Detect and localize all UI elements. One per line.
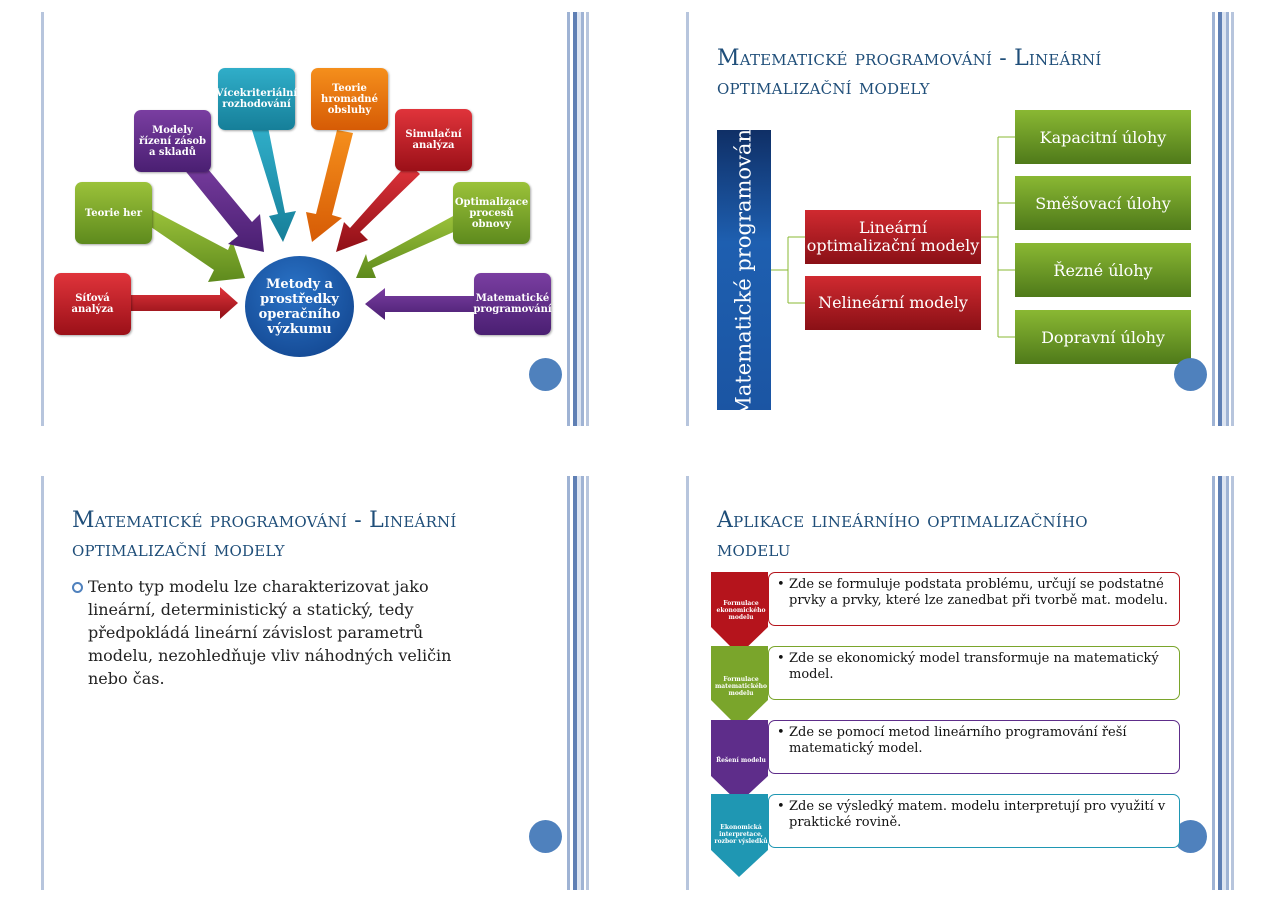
step-4-text: Zde se výsledký matem. modelu interpretu… [789, 799, 1166, 830]
box-simulacni[interactable]: Simulační analýza [395, 109, 472, 171]
slide-3[interactable]: Matematické programování - Lineární opti… [0, 450, 635, 900]
left-rule [41, 12, 44, 426]
right-stripe [1210, 12, 1234, 426]
step-2-label: Formulace matematického modelu [714, 676, 768, 697]
body-paragraph: Tento typ modelu lze charakterizovat jak… [88, 577, 452, 688]
box-vicekriterialni[interactable]: Vícekriteriální rozhodování [216, 68, 297, 130]
slide-title: Matematické programování - Lineární opti… [717, 46, 1102, 100]
slide-dot [529, 820, 562, 853]
slide-1[interactable]: Síťová analýza Teorie her Modely řízení … [0, 0, 635, 450]
arrow-hromadne [306, 130, 353, 242]
box-hromadne-obsluhy[interactable]: Teorie hromadné obsluhy [311, 68, 388, 130]
slide-title: Aplikace lineárního optimalizačního mode… [717, 508, 1088, 562]
step-4-bullet: • [777, 799, 785, 814]
step-1-box[interactable]: • Zde se formuluje podstata problému, ur… [768, 572, 1180, 626]
arrow-vicekriterialni [252, 127, 296, 242]
arrow-modely [183, 157, 264, 252]
step-3-bullet: • [777, 725, 785, 740]
vertical-bar[interactable]: Matematické programování [717, 122, 771, 418]
arrow-matematicke [365, 288, 475, 320]
box-teorie-her[interactable]: Teorie her [75, 182, 152, 244]
right-stripe [565, 476, 589, 890]
slide-dot [1174, 358, 1207, 391]
left-rule [686, 476, 689, 890]
box-dopravni[interactable]: Dopravní úlohy [1015, 310, 1191, 364]
step-3-label: Řešení modelu [716, 757, 766, 764]
slide-dot [529, 358, 562, 391]
box-nelinearni-modely[interactable]: Nelineární modely [805, 276, 981, 330]
arrows-diagram [130, 127, 475, 320]
arrow-optimalizace [356, 215, 458, 278]
box-smesovaci[interactable]: Směšovací úlohy [1015, 176, 1191, 230]
step-3-text: Zde se pomocí metod lineárního programov… [789, 725, 1127, 756]
box-optimalizace[interactable]: Optimalizace procesů obnovy [453, 182, 530, 244]
arrow-simulacni [336, 163, 420, 252]
arrow-sitova [130, 287, 238, 319]
left-rule [686, 12, 689, 426]
center-circle[interactable]: Metody a prostředky operačního výzkumu [245, 256, 354, 357]
box-matematicke[interactable]: Matematické programování [473, 273, 552, 335]
box-rezne[interactable]: Řezné úlohy [1015, 243, 1191, 297]
arrow-teorie-her [148, 210, 245, 282]
right-stripe [565, 12, 589, 426]
tree-connectors [771, 136, 1015, 338]
slide-title: Matematické programování - Lineární opti… [72, 508, 457, 562]
step-2-text: Zde se ekonomický model transformuje na … [789, 651, 1159, 682]
step-1-bullet: • [777, 577, 785, 592]
right-stripe [1210, 476, 1234, 890]
box-linearni-modely[interactable]: Lineární optimalizační modely [805, 210, 981, 264]
step-2-box[interactable]: • Zde se ekonomický model transformuje n… [768, 646, 1180, 700]
left-rule [41, 476, 44, 890]
step-3-box[interactable]: • Zde se pomocí metod lineárního program… [768, 720, 1180, 774]
step-4-box[interactable]: • Zde se výsledký matem. modelu interpre… [768, 794, 1180, 848]
step-1-label: Formulace ekonomického modelu [716, 600, 766, 621]
step-4-label: Ekonomická interpretace, rozbor výsledků [714, 824, 768, 845]
slide-2[interactable]: Matematické programování - Lineární opti… [635, 0, 1270, 450]
box-modely-rizeni[interactable]: Modely řízení zásob a skladů [134, 110, 211, 172]
box-sitova-analyza[interactable]: Síťová analýza [54, 273, 131, 335]
bullet-ring-icon [72, 582, 83, 593]
step-1-text: Zde se formuluje podstata problému, urču… [789, 577, 1168, 608]
step-2-bullet: • [777, 651, 785, 666]
box-kapacitni[interactable]: Kapacitní úlohy [1015, 110, 1191, 164]
